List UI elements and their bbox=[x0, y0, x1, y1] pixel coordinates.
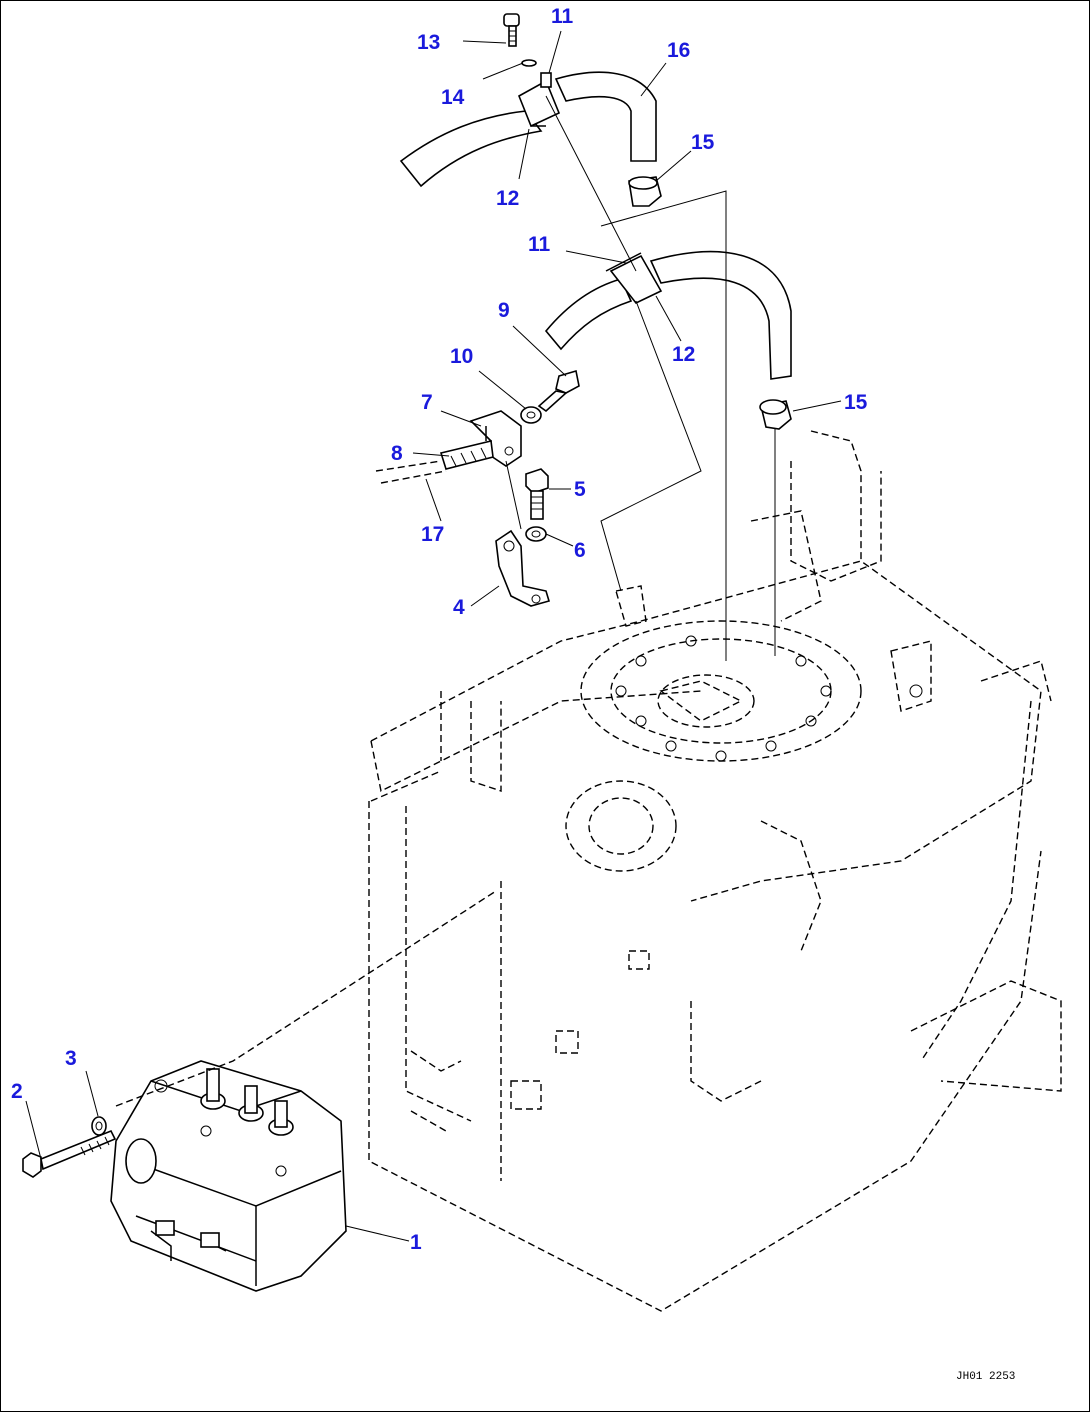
callout-leaders bbox=[25, 30, 842, 1242]
callout-12-lower: 12 bbox=[672, 343, 695, 366]
assembly-line-cap-upper bbox=[600, 190, 727, 661]
callout-9: 9 bbox=[498, 299, 510, 322]
hose-17 bbox=[375, 460, 447, 484]
callout-15-lower: 15 bbox=[844, 391, 868, 414]
control-valve bbox=[110, 1060, 347, 1292]
callout-6: 6 bbox=[574, 539, 586, 562]
callout-2: 2 bbox=[11, 1080, 23, 1103]
assembly-line-lower-hose bbox=[600, 300, 702, 592]
bracket bbox=[495, 529, 551, 607]
breather-hose-lower bbox=[544, 250, 792, 380]
breather-hose-upper bbox=[399, 71, 657, 188]
valve-mounting-line bbox=[115, 890, 497, 1107]
callout-5: 5 bbox=[574, 478, 586, 501]
callout-12: 12 bbox=[496, 187, 519, 210]
callout-16: 16 bbox=[667, 39, 690, 62]
callout-labels: 13 11 16 14 12 15 11 9 12 10 15 7 8 5 17… bbox=[11, 5, 868, 1254]
drawing-number: JH01 2253 bbox=[956, 1371, 1015, 1383]
callout-11: 11 bbox=[551, 5, 574, 28]
callout-1: 1 bbox=[410, 1231, 422, 1254]
hose-cap-lower bbox=[759, 399, 792, 656]
clamp-washer bbox=[521, 59, 537, 67]
washer-lower bbox=[525, 526, 547, 542]
washer-upper bbox=[520, 406, 542, 424]
callout-17: 17 bbox=[421, 523, 444, 546]
callout-15: 15 bbox=[691, 131, 715, 154]
mounting-bolt bbox=[22, 1129, 117, 1178]
callout-10: 10 bbox=[450, 345, 473, 368]
bolt-upper bbox=[537, 369, 580, 413]
hose-clamp-upper bbox=[517, 72, 561, 128]
callout-4: 4 bbox=[453, 596, 465, 619]
callout-13: 13 bbox=[417, 31, 440, 54]
callout-14: 14 bbox=[441, 86, 465, 109]
assembly-line-clip bbox=[505, 460, 522, 530]
callout-8: 8 bbox=[391, 442, 403, 465]
clip-cushion bbox=[439, 440, 494, 470]
bolt-lower bbox=[525, 468, 549, 520]
transmission-housing bbox=[368, 430, 1062, 1312]
mounting-washer bbox=[91, 1116, 107, 1136]
callout-11-lower: 11 bbox=[528, 233, 551, 256]
clamp-screw bbox=[503, 13, 520, 47]
hose-cap-upper bbox=[628, 176, 662, 207]
assembly-line-hose bbox=[545, 95, 637, 272]
breather-port bbox=[615, 585, 647, 627]
callout-7: 7 bbox=[421, 391, 433, 414]
callout-3: 3 bbox=[65, 1047, 77, 1070]
